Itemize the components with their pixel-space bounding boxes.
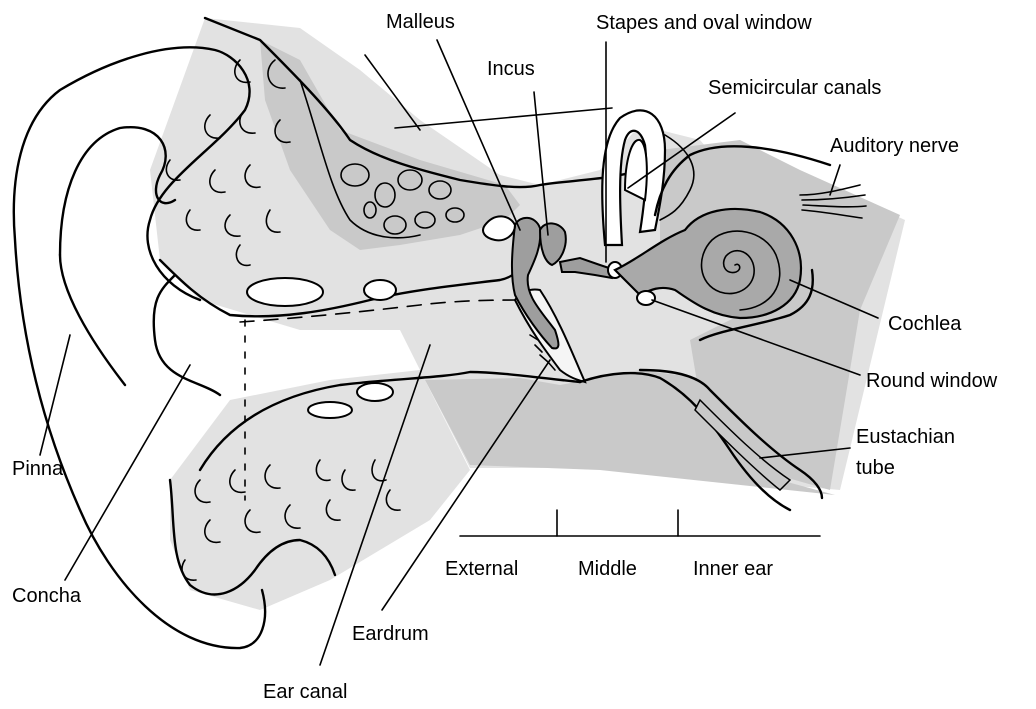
lower-oval-2 xyxy=(308,402,352,418)
canal-oval-1 xyxy=(247,278,323,306)
section-external: External xyxy=(445,558,518,580)
tragus xyxy=(60,255,125,385)
label-incus: Incus xyxy=(487,58,535,80)
canal-oval-2 xyxy=(364,280,396,300)
round-window xyxy=(637,291,655,305)
section-scale xyxy=(460,510,820,536)
label-cochlea: Cochlea xyxy=(888,313,962,335)
label-concha: Concha xyxy=(12,585,82,607)
label-stapes: Stapes and oval window xyxy=(596,12,812,34)
label-eustachian-2: tube xyxy=(856,457,895,479)
lower-oval-1 xyxy=(357,383,393,401)
section-inner: Inner ear xyxy=(693,558,773,580)
label-malleus: Malleus xyxy=(386,11,455,33)
label-pinna: Pinna xyxy=(12,458,64,480)
label-auditory-nerve: Auditory nerve xyxy=(830,135,959,157)
label-eardrum: Eardrum xyxy=(352,623,429,645)
label-ear-canal: Ear canal xyxy=(263,681,348,703)
label-semicircular: Semicircular canals xyxy=(708,77,881,99)
section-middle: Middle xyxy=(578,558,637,580)
label-eustachian-1: Eustachian xyxy=(856,426,955,448)
label-round-window: Round window xyxy=(866,370,998,392)
